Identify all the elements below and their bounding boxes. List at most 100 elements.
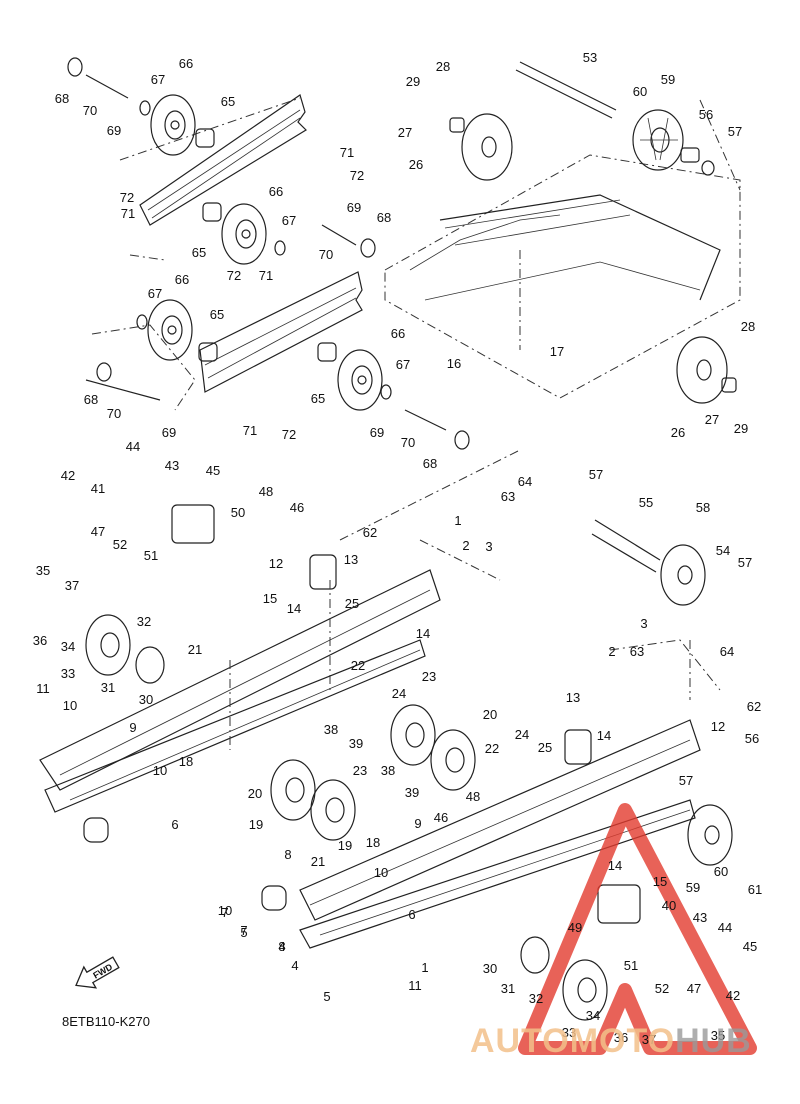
callout-71: 71 xyxy=(121,206,135,221)
callout-22: 22 xyxy=(485,741,499,756)
callout-28: 28 xyxy=(436,59,450,74)
callout-64: 64 xyxy=(518,474,532,489)
callout-19: 19 xyxy=(249,817,263,832)
callout-43: 43 xyxy=(165,458,179,473)
callout-64: 64 xyxy=(720,644,734,659)
callout-15: 15 xyxy=(263,591,277,606)
callout-65: 65 xyxy=(221,94,235,109)
idler-wheel-66b xyxy=(221,203,267,265)
callout-68: 68 xyxy=(377,210,391,225)
callout-45: 45 xyxy=(743,939,757,954)
callout-22: 22 xyxy=(351,658,365,673)
callout-57: 57 xyxy=(589,467,603,482)
callout-37: 37 xyxy=(65,578,79,593)
fwd-arrow-icon: FWD xyxy=(75,956,120,989)
callout-38: 38 xyxy=(381,763,395,778)
callout-57: 57 xyxy=(679,773,693,788)
callout-57: 57 xyxy=(738,555,752,570)
callout-59: 59 xyxy=(686,880,700,895)
callout-27: 27 xyxy=(705,412,719,427)
callout-41: 41 xyxy=(91,481,105,496)
callout-3: 3 xyxy=(640,616,647,631)
callout-30: 30 xyxy=(139,692,153,707)
callout-60: 60 xyxy=(633,84,647,99)
callout-52: 52 xyxy=(655,981,669,996)
callout-31: 31 xyxy=(101,680,115,695)
callout-69: 69 xyxy=(162,425,176,440)
callout-14: 14 xyxy=(287,601,301,616)
callout-42: 42 xyxy=(726,988,740,1003)
callout-62: 62 xyxy=(747,699,761,714)
callout-32: 32 xyxy=(137,614,151,629)
callout-56: 56 xyxy=(745,731,759,746)
track-group xyxy=(384,61,741,404)
callout-46: 46 xyxy=(434,810,448,825)
callout-35: 35 xyxy=(711,1028,725,1043)
callout-35: 35 xyxy=(36,563,50,578)
callout-24: 24 xyxy=(392,686,406,701)
callout-9: 9 xyxy=(414,816,421,831)
callout-51: 51 xyxy=(624,958,638,973)
callout-70: 70 xyxy=(319,247,333,262)
callout-68: 68 xyxy=(423,456,437,471)
callout-65: 65 xyxy=(311,391,325,406)
callout-65: 65 xyxy=(192,245,206,260)
callout-20: 20 xyxy=(483,707,497,722)
callout-63: 63 xyxy=(630,644,644,659)
callout-4: 4 xyxy=(291,958,298,973)
callout-47: 47 xyxy=(91,524,105,539)
callout-34: 34 xyxy=(61,639,75,654)
callout-71: 71 xyxy=(340,145,354,160)
callout-60: 60 xyxy=(714,864,728,879)
callout-59: 59 xyxy=(661,72,675,87)
callout-40: 40 xyxy=(662,898,676,913)
idler-wheel-66d xyxy=(337,349,383,411)
callout-57: 57 xyxy=(728,124,742,139)
callout-62: 62 xyxy=(363,525,377,540)
callout-44: 44 xyxy=(126,439,140,454)
callout-18: 18 xyxy=(366,835,380,850)
callout-10: 10 xyxy=(63,698,77,713)
callout-69: 69 xyxy=(347,200,361,215)
callout-19: 19 xyxy=(338,838,352,853)
callout-23: 23 xyxy=(353,763,367,778)
watermark-text: AUTOMOTOHUB xyxy=(470,1022,752,1060)
callout-32: 32 xyxy=(529,991,543,1006)
idler-wheel-66c xyxy=(147,299,193,361)
callout-63: 63 xyxy=(501,489,515,504)
callout-43: 43 xyxy=(693,910,707,925)
callout-66: 66 xyxy=(179,56,193,71)
callout-15: 15 xyxy=(653,874,667,889)
callout-70: 70 xyxy=(401,435,415,450)
callout-20: 20 xyxy=(248,786,262,801)
callout-37: 37 xyxy=(642,1032,656,1047)
callout-66: 66 xyxy=(269,184,283,199)
callout-50: 50 xyxy=(231,505,245,520)
callout-14: 14 xyxy=(416,626,430,641)
upper-idler-group xyxy=(67,57,470,450)
callout-10: 10 xyxy=(153,763,167,778)
callout-61: 61 xyxy=(748,882,762,897)
callout-11: 11 xyxy=(36,681,50,696)
callout-67: 67 xyxy=(151,72,165,87)
callout-18: 18 xyxy=(179,754,193,769)
callout-31: 31 xyxy=(501,981,515,996)
callout-70: 70 xyxy=(107,406,121,421)
callout-17: 17 xyxy=(550,344,564,359)
callout-26: 26 xyxy=(671,425,685,440)
callout-13: 13 xyxy=(344,552,358,567)
callout-38: 38 xyxy=(324,722,338,737)
callout-53: 53 xyxy=(583,50,597,65)
callout-69: 69 xyxy=(370,425,384,440)
callout-54: 54 xyxy=(716,543,730,558)
callout-8: 8 xyxy=(284,847,291,862)
callout-2: 2 xyxy=(608,644,615,659)
callout-13: 13 xyxy=(566,690,580,705)
callout-66: 66 xyxy=(391,326,405,341)
callout-layer: 6870696766657172727165666769706867666572… xyxy=(33,50,762,1047)
callout-71: 71 xyxy=(259,268,273,283)
callout-72: 72 xyxy=(227,268,241,283)
callout-24: 24 xyxy=(515,727,529,742)
callout-21: 21 xyxy=(188,642,202,657)
